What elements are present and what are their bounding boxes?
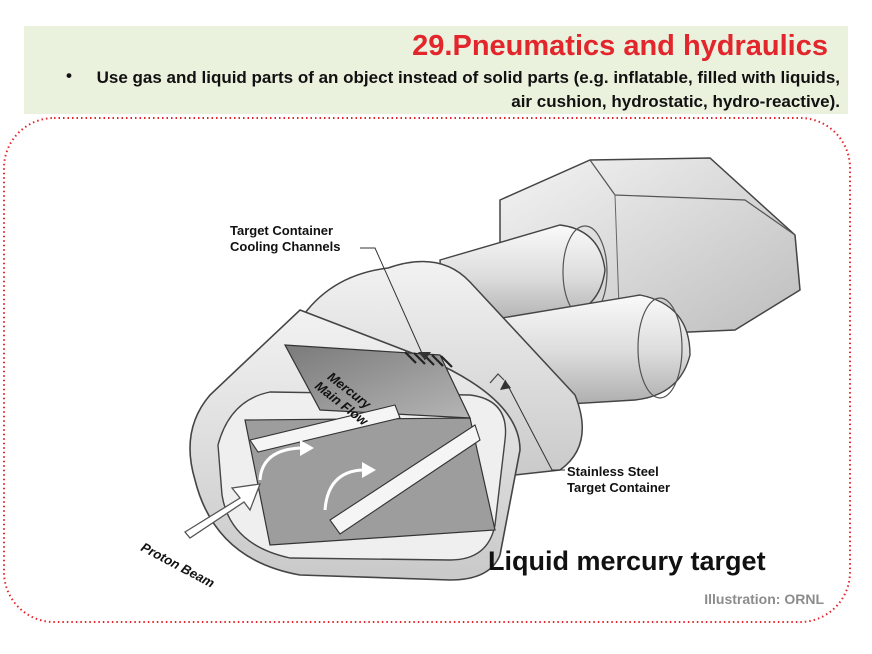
cooling-leader-line <box>360 247 426 361</box>
steel-leader-arrow <box>500 380 511 390</box>
illustration-credit: Illustration: ORNL <box>704 591 824 607</box>
steel-label-line1: Stainless Steel <box>567 464 659 479</box>
header-band <box>24 26 848 114</box>
weld-mark <box>489 373 505 384</box>
bullet-text: Use gas and liquid parts of an object in… <box>96 68 840 111</box>
svg-text:Stainless Steel Target Con: Stainless Steel Target Container <box>567 464 670 495</box>
proton-beam-arrow-icon <box>184 483 262 539</box>
figure-caption: Liquid mercury target <box>488 546 766 576</box>
svg-text:Target Container Cooling C: Target Container Cooling Channels <box>230 223 341 254</box>
bullet-dot: • <box>66 66 72 85</box>
front-body: Mercury Main Flow <box>189 309 521 581</box>
cooling-leader-arrow <box>418 352 431 360</box>
cooling-label-line2: Cooling Channels <box>230 239 341 254</box>
slide-title: 29.Pneumatics and hydraulics <box>412 30 828 62</box>
steel-label-line2: Target Container <box>567 480 670 495</box>
steel-leader-line <box>504 379 565 471</box>
proton-beam-label: Proton Beam <box>139 539 218 590</box>
cooling-label-line1: Target Container <box>230 223 333 238</box>
